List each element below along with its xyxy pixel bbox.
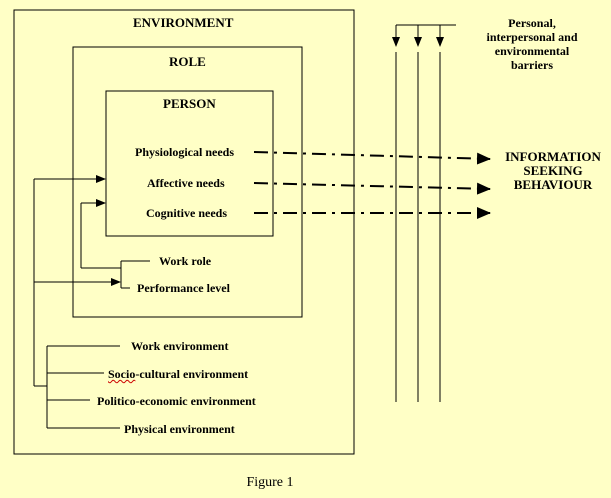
cognitive-needs-label: Cognitive needs [146, 206, 227, 220]
socio-cultural-environment-label: Socio-cultural environment [108, 367, 248, 381]
politico-economic-environment-label: Politico-economic environment [97, 394, 256, 408]
physical-environment-label: Physical environment [124, 422, 235, 436]
barriers-line: environmental [494, 44, 570, 58]
role-box [72, 46, 303, 318]
person-title: PERSON [163, 96, 216, 111]
environment-feedback [33, 175, 121, 386]
information-seeking-behaviour-label: INFORMATION SEEKING BEHAVIOUR [500, 150, 606, 192]
outcome-line: INFORMATION [505, 149, 601, 164]
affective-arrow [253, 182, 491, 195]
barriers-line: Personal, [508, 16, 556, 30]
barriers-line: barriers [511, 58, 553, 72]
physiological-arrow [253, 151, 491, 165]
outcome-line: SEEKING [523, 163, 583, 178]
performance-level-label: Performance level [137, 281, 230, 295]
environment-bracket [34, 345, 120, 429]
role-bracket [80, 199, 150, 289]
environment-title: ENVIRONMENT [133, 15, 234, 30]
outcome-line: BEHAVIOUR [513, 177, 593, 192]
barriers-label: Personal, interpersonal and environmenta… [462, 16, 602, 72]
affective-needs-label: Affective needs [147, 176, 225, 190]
socio-word: Socio [108, 367, 136, 381]
socio-rest: -cultural environment [135, 367, 249, 381]
person-box [105, 90, 274, 237]
physiological-needs-label: Physiological needs [135, 145, 235, 159]
work-environment-label: Work environment [131, 339, 229, 353]
environment-box [13, 9, 355, 455]
figure-caption: Figure 1 [246, 475, 294, 490]
work-role-label: Work role [159, 254, 212, 268]
role-title: ROLE [169, 54, 206, 69]
barriers-line: interpersonal and [486, 30, 578, 44]
